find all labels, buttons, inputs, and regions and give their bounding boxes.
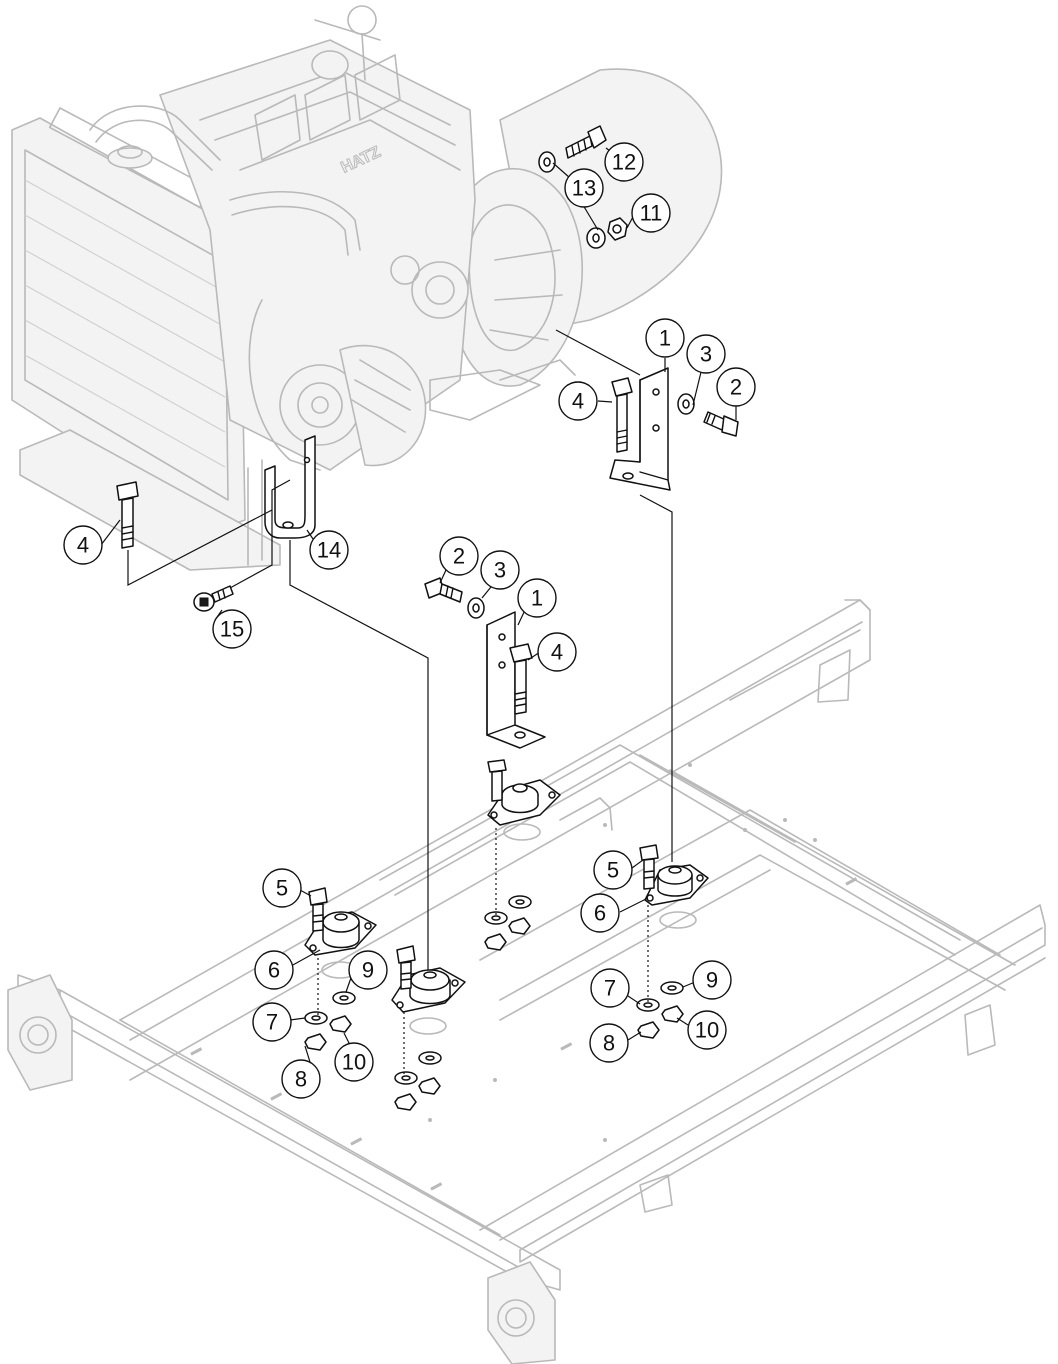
svg-text:2: 2	[730, 375, 742, 400]
callout-3-center: 3	[480, 550, 520, 590]
callout-9-right: 9	[692, 960, 732, 1000]
callout-10-left: 10	[334, 1042, 374, 1082]
svg-text:13: 13	[572, 176, 596, 201]
callout-12: 12	[604, 142, 644, 182]
svg-text:10: 10	[342, 1050, 366, 1075]
callout-7-left: 7	[252, 1002, 292, 1042]
svg-text:5: 5	[607, 858, 619, 883]
callout-9-left: 9	[348, 950, 388, 990]
svg-text:6: 6	[268, 958, 280, 983]
engine-assembly: HATZ	[11, 5, 723, 571]
callout-10-right: 10	[687, 1010, 727, 1050]
bolt-12	[565, 125, 607, 159]
callout-15: 15	[212, 609, 252, 649]
svg-text:9: 9	[362, 958, 374, 983]
svg-text:1: 1	[659, 326, 671, 351]
callout-4-center: 4	[537, 632, 577, 672]
callout-14: 14	[309, 530, 349, 570]
assembly-lines	[127, 329, 673, 1075]
center-engine-bracket	[424, 577, 546, 749]
callout-5-left: 5	[262, 868, 302, 908]
callout-4-left: 4	[63, 525, 103, 565]
callout-6-left: 6	[254, 950, 294, 990]
bolt-5-right	[639, 844, 659, 890]
svg-text:3: 3	[700, 342, 712, 367]
svg-text:4: 4	[572, 389, 584, 414]
bolt-4-upper	[611, 377, 633, 453]
bolt-5-left	[308, 887, 328, 932]
svg-text:14: 14	[317, 538, 341, 563]
bolt-2-upper	[703, 411, 739, 437]
nut-8-right	[637, 1021, 660, 1039]
generator-fasteners	[538, 125, 628, 249]
svg-text:15: 15	[220, 617, 244, 642]
rubber-mount-front	[391, 945, 466, 1013]
svg-text:6: 6	[594, 901, 606, 926]
bolt-4-center	[509, 643, 533, 715]
callout-1-right: 1	[645, 318, 685, 358]
svg-text:10: 10	[695, 1018, 719, 1043]
rubber-mount-left	[304, 887, 377, 956]
callout-5-right: 5	[593, 850, 633, 890]
bolt-2-center	[424, 577, 463, 603]
svg-text:4: 4	[77, 533, 89, 558]
bolt-5-front	[396, 945, 416, 990]
nut-8-left	[304, 1033, 327, 1051]
svg-text:4: 4	[551, 640, 563, 665]
rubber-mount-right	[639, 844, 709, 906]
base-frame	[7, 599, 1046, 1364]
svg-text:7: 7	[266, 1010, 278, 1035]
callout-11: 11	[631, 193, 671, 233]
nut-11	[607, 217, 628, 241]
callout-8-left: 8	[281, 1059, 321, 1099]
callouts: 12 13 11 1 3 2 4 4 14 15 2 3 1 4 5 6 9 7…	[63, 142, 756, 1099]
svg-text:8: 8	[295, 1067, 307, 1092]
svg-text:5: 5	[276, 876, 288, 901]
svg-text:1: 1	[531, 586, 543, 611]
bolt-4-left	[116, 481, 139, 549]
nut-10-left	[329, 1015, 352, 1033]
callout-2-right: 2	[716, 367, 756, 407]
callout-6-right: 6	[580, 893, 620, 933]
callout-3-right: 3	[686, 334, 726, 374]
frame-slots	[190, 763, 858, 1191]
callout-2-center: 2	[439, 536, 479, 576]
rubber-mount-center	[487, 759, 561, 826]
callout-4-right: 4	[558, 381, 598, 421]
callout-1-center: 1	[517, 578, 557, 618]
callout-13: 13	[564, 168, 604, 208]
svg-text:12: 12	[612, 150, 636, 175]
bolt-15	[193, 585, 234, 612]
callout-8-right: 8	[589, 1023, 629, 1063]
svg-text:2: 2	[453, 544, 465, 569]
left-engine-bracket	[116, 435, 316, 612]
mount-hardware	[304, 895, 684, 1111]
right-engine-bracket	[609, 367, 739, 491]
svg-text:9: 9	[706, 968, 718, 993]
svg-text:11: 11	[640, 201, 663, 226]
svg-text:3: 3	[494, 558, 506, 583]
callout-7-right: 7	[590, 968, 630, 1008]
svg-text:8: 8	[603, 1031, 615, 1056]
svg-text:7: 7	[604, 976, 616, 1001]
